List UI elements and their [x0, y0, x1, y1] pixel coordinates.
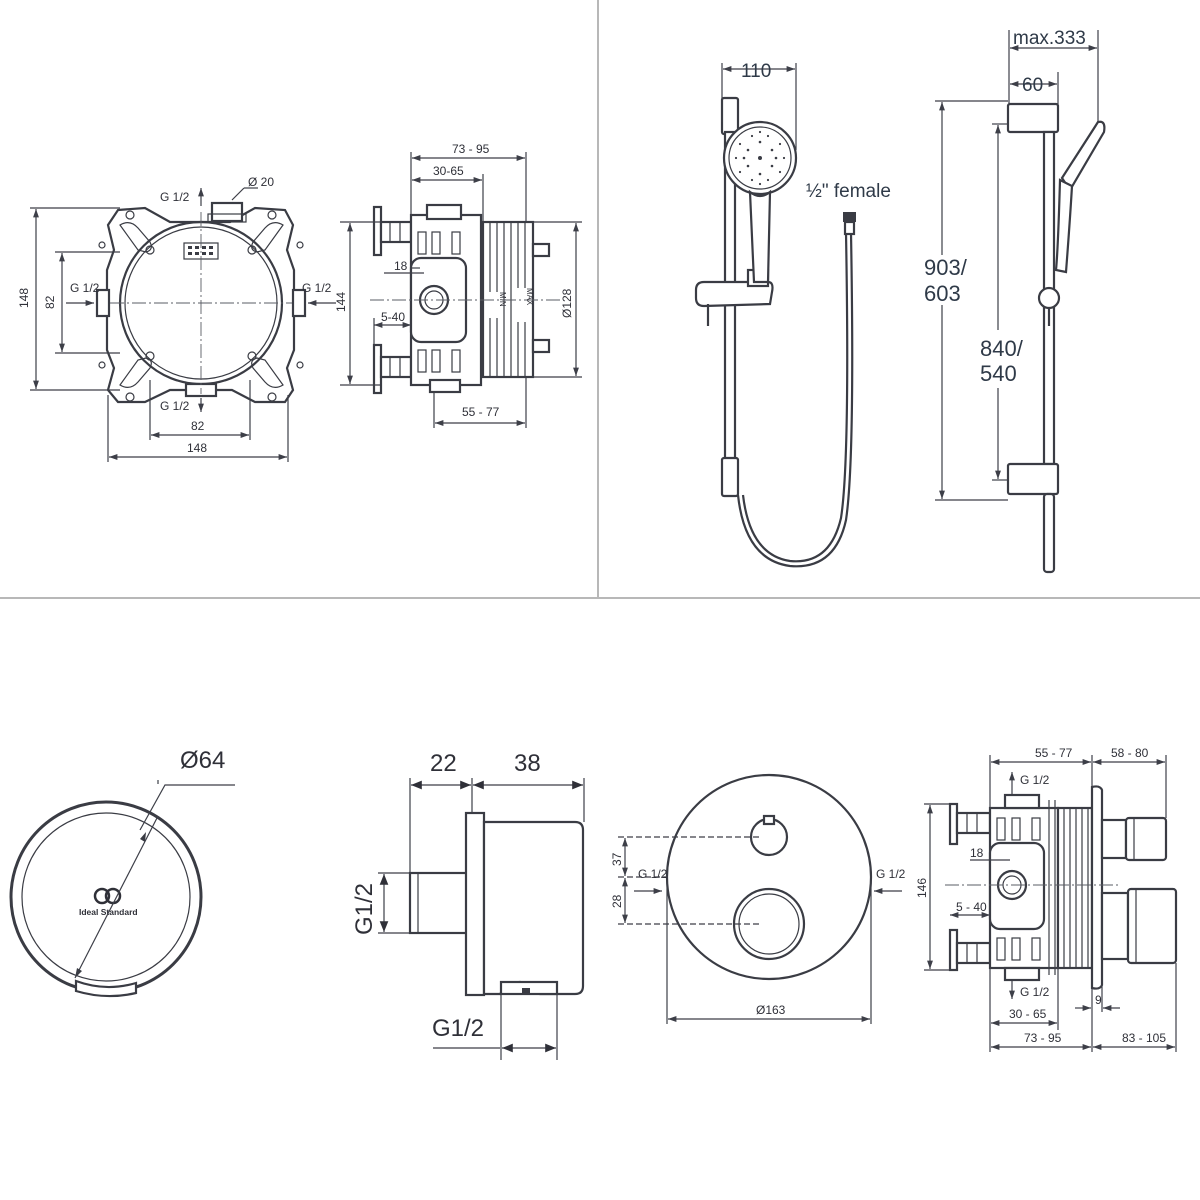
label-55-77: 55 - 77	[1035, 746, 1073, 760]
label-30-65: 30 - 65	[1009, 1007, 1047, 1021]
mounting-box-front-view: G 1/2 Ø 20 G 1/2 G 1/2 G 1/2 148 82 82 1…	[17, 175, 336, 462]
label-dia-64: Ø64	[180, 747, 225, 774]
label-dia-163: Ø163	[756, 1003, 786, 1017]
mounting-box-side-view: MIN MAX 73 - 95 30-65 18 5-40 144 Ø128	[334, 142, 582, 428]
label-height-840: 840/	[980, 336, 1024, 361]
label-28: 28	[610, 894, 624, 908]
label-g12-vertical: G1/2	[351, 883, 378, 935]
label-height-82: 82	[43, 295, 57, 309]
thermostat-front-view: 37 28 G 1/2 G 1/2 Ø163	[610, 773, 906, 1024]
label-g-right: G 1/2	[302, 281, 332, 295]
label-5-40: 5 - 40	[956, 900, 987, 914]
label-height-903: 903/	[924, 255, 968, 280]
label-g-left: G 1/2	[638, 867, 668, 881]
label-g-top: G 1/2	[160, 190, 190, 204]
wall-outlet-side-view: 22 38 G1/2 G1/2	[351, 750, 585, 1060]
label-83-105: 83 - 105	[1122, 1031, 1166, 1045]
label-58-80: 58 - 80	[1111, 746, 1149, 760]
label-38: 38	[514, 750, 541, 777]
label-30-65: 30-65	[433, 164, 464, 178]
label-width-60: 60	[1022, 75, 1043, 96]
label-g-bottom: G 1/2	[1020, 985, 1050, 999]
label-max-333: max.333	[1013, 28, 1086, 49]
label-g-bottom: G 1/2	[160, 399, 190, 413]
label-73-95: 73 - 95	[452, 142, 490, 156]
label-dia-128: Ø128	[560, 288, 574, 318]
shower-rail-set: ½" female 110 max.333 60 903/ 603	[694, 28, 1106, 574]
label-5-40: 5-40	[381, 310, 405, 324]
label-37: 37	[610, 852, 624, 866]
label-9: 9	[1095, 993, 1102, 1007]
thermostat-side-view: 55 - 77 58 - 80 G 1/2 G 1/2 18 5 - 40 14…	[915, 746, 1178, 1052]
label-g-right: G 1/2	[876, 867, 906, 881]
label-18: 18	[970, 846, 984, 860]
label-height-144: 144	[334, 292, 348, 312]
wall-outlet-front-view: Ideal Standard Ø64	[9, 747, 235, 998]
label-max: MAX	[525, 288, 534, 306]
label-18: 18	[394, 259, 408, 273]
label-height-146: 146	[915, 878, 929, 898]
label-g12-bottom: G1/2	[432, 1015, 484, 1042]
label-width-148: 148	[187, 441, 207, 455]
panel-dividers	[0, 0, 1200, 599]
label-width-82: 82	[191, 419, 205, 433]
label-height-603: 603	[924, 281, 961, 306]
label-22: 22	[430, 750, 457, 777]
label-height-540: 540	[980, 361, 1017, 386]
label-half-inch-female: ½" female	[806, 181, 891, 202]
label-dia-20: Ø 20	[248, 175, 274, 189]
label-73-95: 73 - 95	[1024, 1031, 1062, 1045]
label-height-148: 148	[17, 288, 31, 308]
label-g-top: G 1/2	[1020, 773, 1050, 787]
label-min: MIN	[498, 292, 507, 307]
label-width-110: 110	[741, 61, 771, 82]
label-55-77: 55 - 77	[462, 405, 500, 419]
label-g-left: G 1/2	[70, 281, 100, 295]
